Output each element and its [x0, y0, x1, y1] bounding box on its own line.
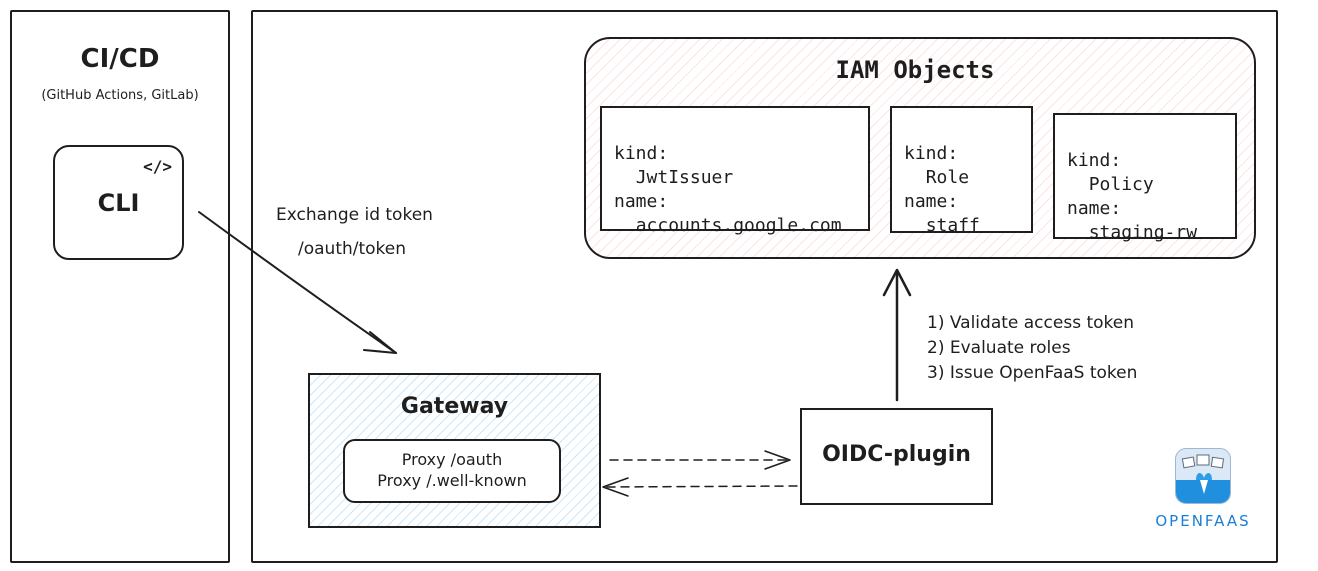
- openfaas-logo-text: OPENFAAS: [1155, 512, 1251, 530]
- cli-box: </> CLI: [53, 145, 184, 260]
- cicd-title: CI/CD: [80, 44, 160, 74]
- step-evaluate: 2) Evaluate roles: [927, 338, 1071, 358]
- gateway-title: Gateway: [400, 394, 509, 419]
- kind-value: JwtIssuer: [635, 167, 734, 188]
- kind-key: kind:: [904, 143, 959, 164]
- kind-value: Policy: [1088, 174, 1154, 195]
- name-value: staff: [925, 215, 980, 236]
- steps-list: 1) Validate access token 2) Evaluate rol…: [927, 311, 1137, 386]
- exchange-label: Exchange id token: [276, 205, 433, 225]
- exchange-endpoint: /oauth/token: [298, 239, 407, 259]
- oidc-plugin-label: OIDC-plugin: [822, 442, 971, 467]
- name-key: name:: [614, 191, 669, 212]
- kind-key: kind:: [614, 143, 669, 164]
- kind-value: Role: [925, 167, 970, 188]
- iam-object-jwtissuer: kind: JwtIssuer name: accounts.google.co…: [600, 106, 870, 236]
- iam-title: IAM Objects: [835, 56, 995, 84]
- proxy-oauth: Proxy /oauth: [401, 450, 503, 469]
- name-value: staging-rw: [1088, 222, 1198, 243]
- step-issue: 3) Issue OpenFaaS token: [927, 363, 1138, 383]
- openfaas-whale-icon: [1175, 448, 1231, 504]
- code-icon: </>: [143, 157, 172, 176]
- cli-label: CLI: [97, 189, 140, 217]
- oidc-plugin-box: OIDC-plugin: [800, 408, 993, 505]
- proxy-well-known: Proxy /.well-known: [377, 471, 527, 490]
- step-validate: 1) Validate access token: [927, 313, 1134, 333]
- cicd-subtitle: (GitHub Actions, GitLab): [41, 88, 199, 103]
- proxy-box: Proxy /oauth Proxy /.well-known: [343, 439, 561, 503]
- kind-key: kind:: [1067, 150, 1122, 171]
- iam-object-policy: kind: Policy name: staging-rw: [1053, 113, 1237, 243]
- name-key: name:: [1067, 198, 1122, 219]
- iam-object-role: kind: Role name: staff: [890, 106, 1033, 236]
- name-value: accounts.google.com: [635, 215, 842, 236]
- name-key: name:: [904, 191, 959, 212]
